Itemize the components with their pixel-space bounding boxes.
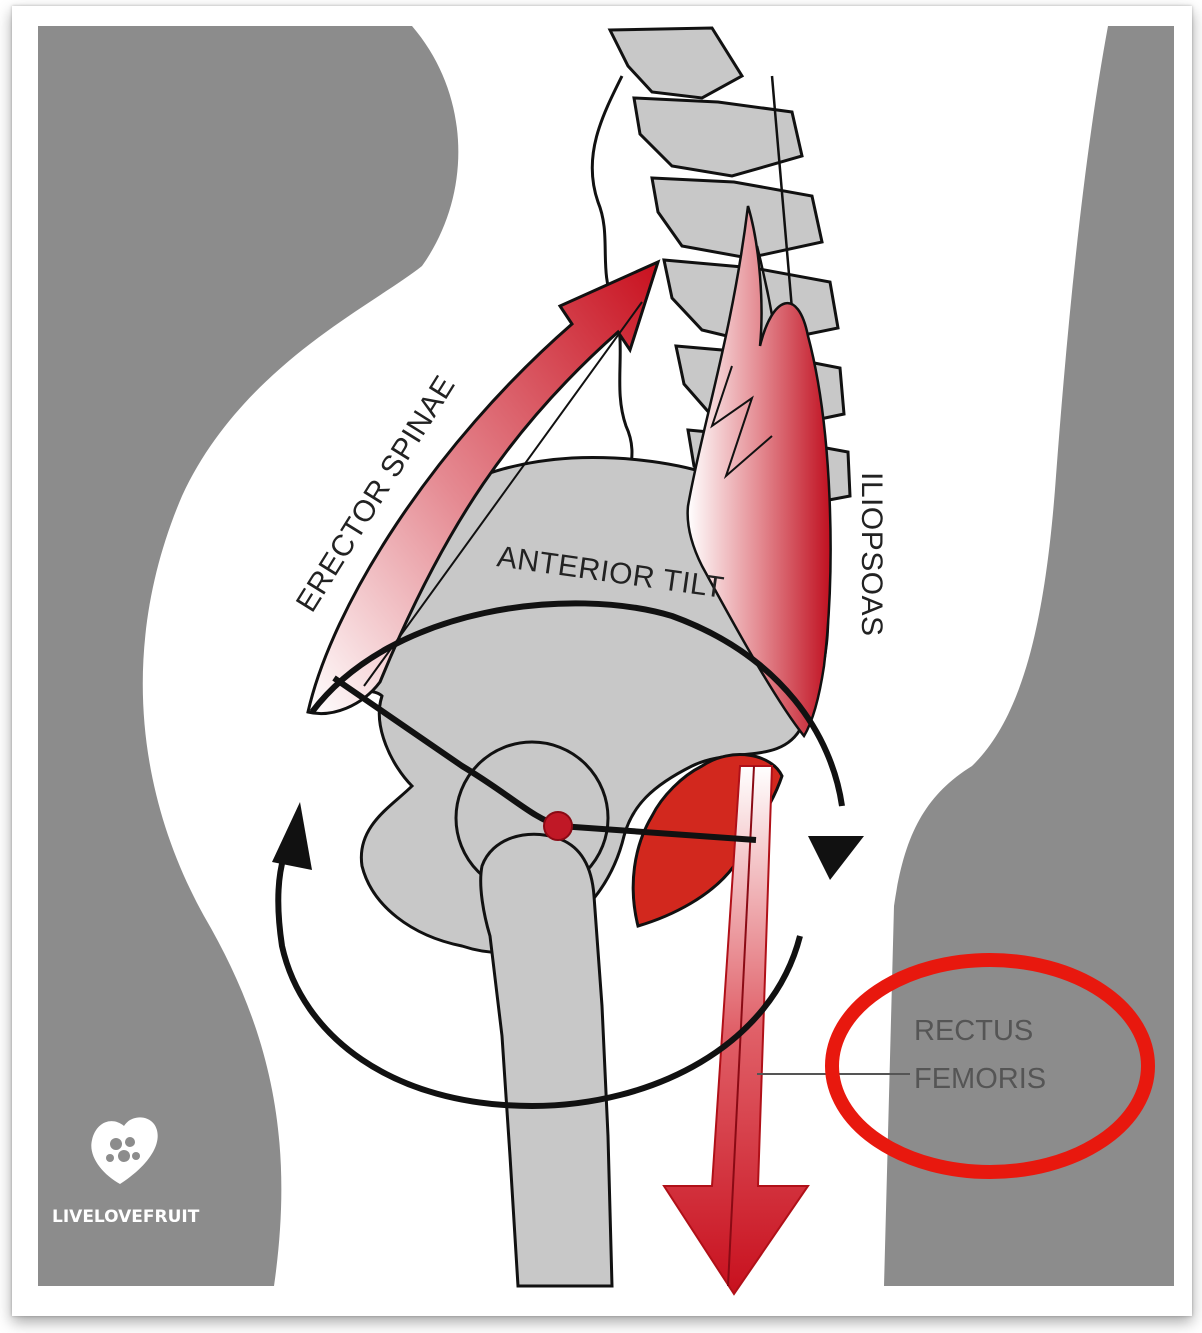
pelvis-tilt-diagram: ERECTOR SPINAE ANTERIOR TILT ILIOPSOAS R… [12, 6, 1192, 1316]
hip-pivot-dot [544, 812, 572, 840]
label-rectus: RECTUS [914, 1015, 1033, 1047]
logo-text: LIVELOVEFRUIT [52, 1207, 200, 1227]
image-frame: ERECTOR SPINAE ANTERIOR TILT ILIOPSOAS R… [12, 6, 1192, 1316]
label-femoris: FEMORIS [914, 1063, 1046, 1095]
label-iliopsoas: ILIOPSOAS [855, 472, 888, 637]
